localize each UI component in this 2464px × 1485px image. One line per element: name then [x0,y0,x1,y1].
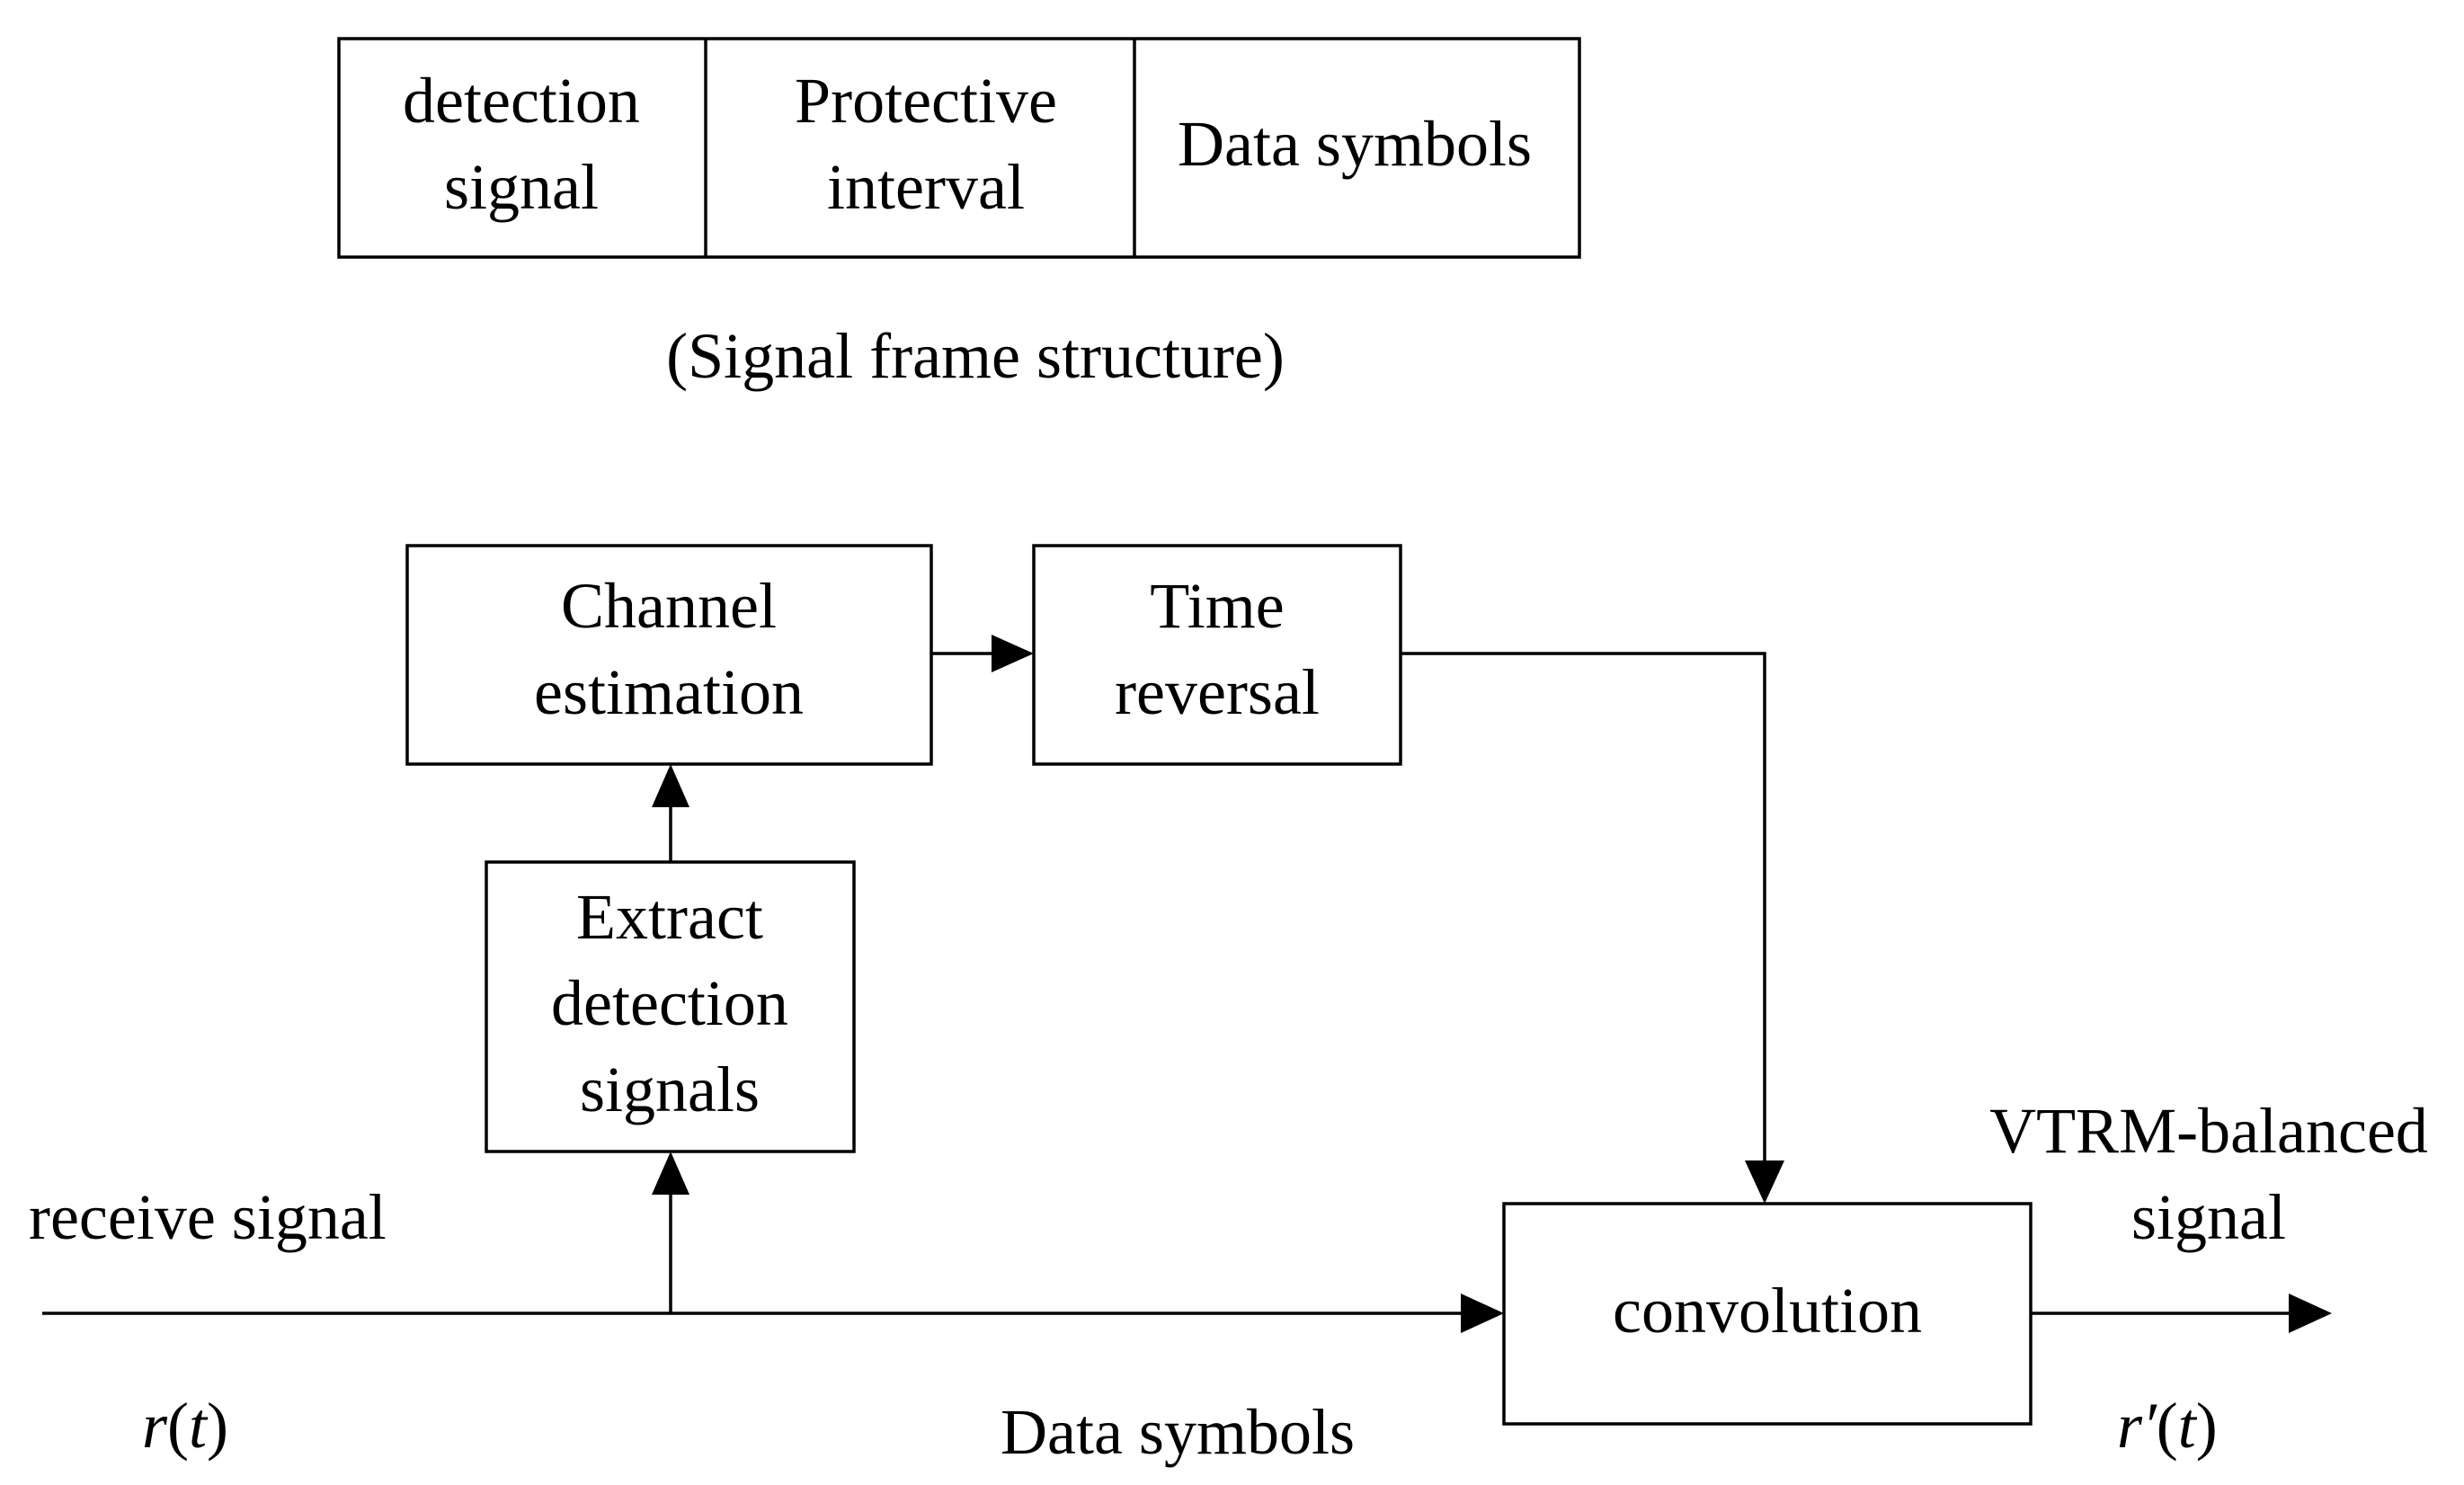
extract-detection-box [485,860,856,1153]
convolution-label: convolution [1613,1275,1922,1347]
input-symbol-arg: t [189,1390,209,1462]
arrow-input-to-convolution [42,1294,1504,1333]
extract-detection-block: Extract detection signals [485,860,856,1153]
input-symbol-open-paren: ( [167,1390,189,1462]
time-reversal-label-line-1: Time [1150,570,1284,642]
frame-structure-caption: (Signal frame structure) [666,320,1285,392]
output-symbol-fn: r′ [2117,1390,2157,1462]
extract-detection-label-line-2: detection [551,967,788,1039]
arrow-extract-to-channel [652,764,689,862]
frame-cell-data-symbols-line-1: Data symbols [1178,108,1532,180]
time-reversal-label-line-2: reversal [1115,656,1320,728]
input-symbol-fn: r [142,1390,168,1462]
frame-cell-detection-signal-line-1: detection [403,65,640,137]
channel-estimation-label-line-1: Channel [561,570,777,642]
output-symbol-arg: t [2178,1390,2198,1462]
input-signal-label: receive signal [29,1181,387,1253]
frame-cell-detection-signal-line-2: signal [444,151,599,223]
output-signal-label-line-1: VTRM-balanced [1989,1095,2428,1167]
frame-cell-protective-interval-line-1: Protective [795,65,1057,137]
time-reversal-box [1032,544,1402,766]
time-reversal-block: Time reversal [1032,544,1402,766]
channel-estimation-label-line-2: estimation [534,656,804,728]
output-signal-label-line-2: signal [2131,1181,2286,1253]
arrow-convolution-to-output [2031,1294,2332,1333]
extract-detection-label-line-3: signals [580,1054,760,1125]
output-symbol-close-paren: ) [2196,1390,2218,1462]
frame-cell-detection-signal: detection signal [403,65,640,223]
frame-cell-protective-interval: Protective interval [795,65,1057,223]
output-signal-symbol: r′(t) [2117,1390,2218,1462]
frame-outline [337,37,1581,259]
frame-structure: detection signal Protective interval Dat… [337,37,1581,392]
convolution-block: convolution [1502,1202,2033,1426]
input-signal-symbol: r(t) [142,1390,228,1462]
frame-cell-protective-interval-line-2: interval [827,151,1025,223]
convolution-box [1502,1202,2033,1426]
extract-detection-label-line-1: Extract [576,881,763,953]
output-symbol-open-paren: ( [2157,1390,2178,1462]
input-symbol-close-paren: ) [207,1390,228,1462]
arrow-input-to-extract [652,1152,689,1313]
channel-estimation-block: Channel estimation [405,544,933,766]
arrow-channel-to-time-reversal [931,635,1034,672]
frame-cell-data-symbols: Data symbols [1178,108,1532,180]
arrow-time-reversal-to-convolution [1401,652,1784,1204]
data-symbols-path-label: Data symbols [1001,1396,1355,1468]
